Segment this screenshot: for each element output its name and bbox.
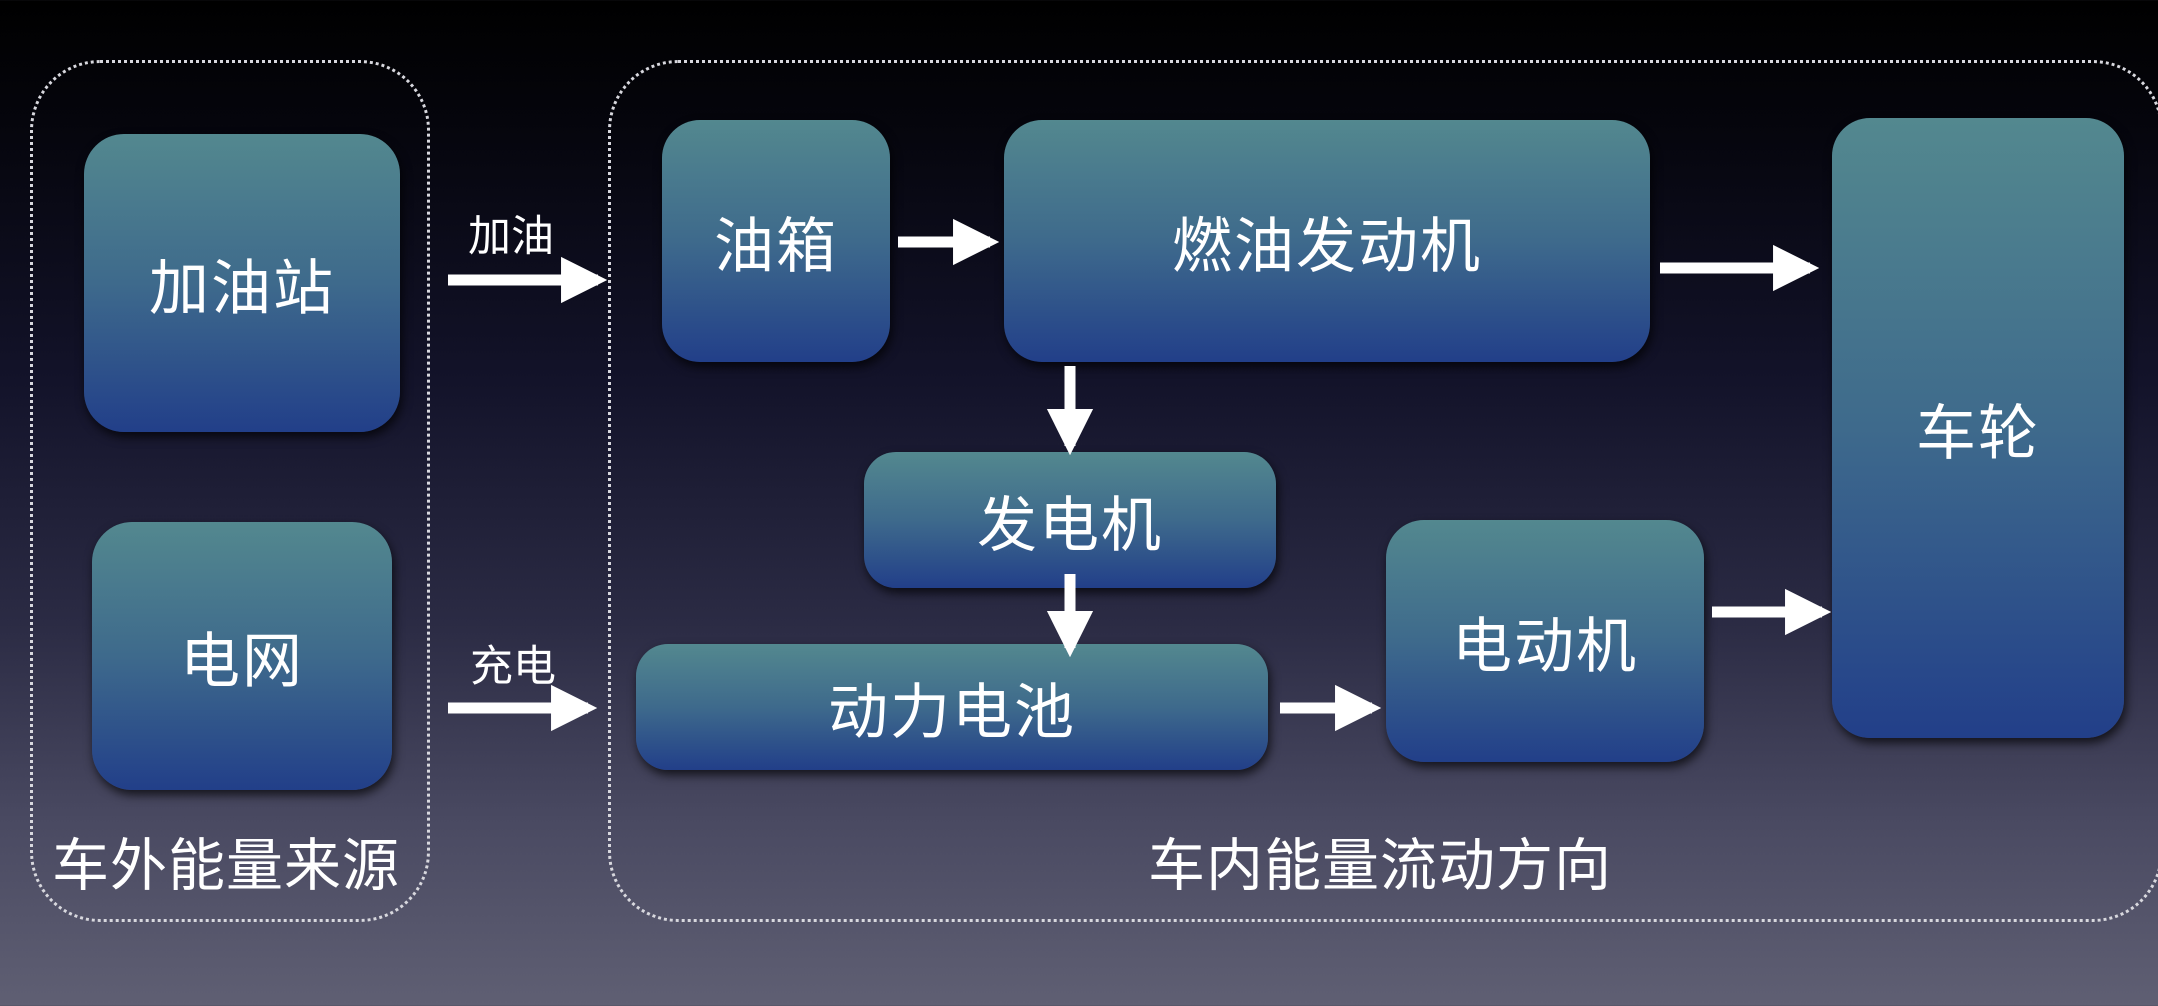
power-battery-label: 动力电池 — [828, 677, 1076, 748]
internal-group-label: 车内能量流动方向 — [1148, 833, 1612, 899]
internal-energy-group — [608, 60, 2158, 922]
gas-station-node: 加油站 — [84, 134, 400, 432]
charge-edge-label: 充电 — [470, 642, 556, 692]
wheels-label: 车轮 — [1916, 398, 2040, 469]
electric-motor-node: 电动机 — [1386, 520, 1704, 762]
fuel-tank-label: 油箱 — [714, 211, 838, 282]
power-grid-node: 电网 — [92, 522, 392, 790]
gas-station-label: 加油站 — [149, 253, 335, 324]
external-group-label: 车外能量来源 — [52, 833, 400, 899]
fuel-tank-node: 油箱 — [662, 120, 890, 362]
wheels-node: 车轮 — [1832, 118, 2124, 738]
power-grid-label: 电网 — [180, 626, 304, 697]
generator-node: 发电机 — [864, 452, 1276, 588]
fuel-engine-node: 燃油发动机 — [1004, 120, 1650, 362]
refuel-edge-label: 加油 — [468, 212, 554, 262]
generator-label: 发电机 — [977, 490, 1163, 561]
external-energy-group — [30, 60, 430, 922]
fuel-engine-label: 燃油发动机 — [1172, 211, 1482, 282]
electric-motor-label: 电动机 — [1452, 611, 1638, 682]
power-battery-node: 动力电池 — [636, 644, 1268, 770]
